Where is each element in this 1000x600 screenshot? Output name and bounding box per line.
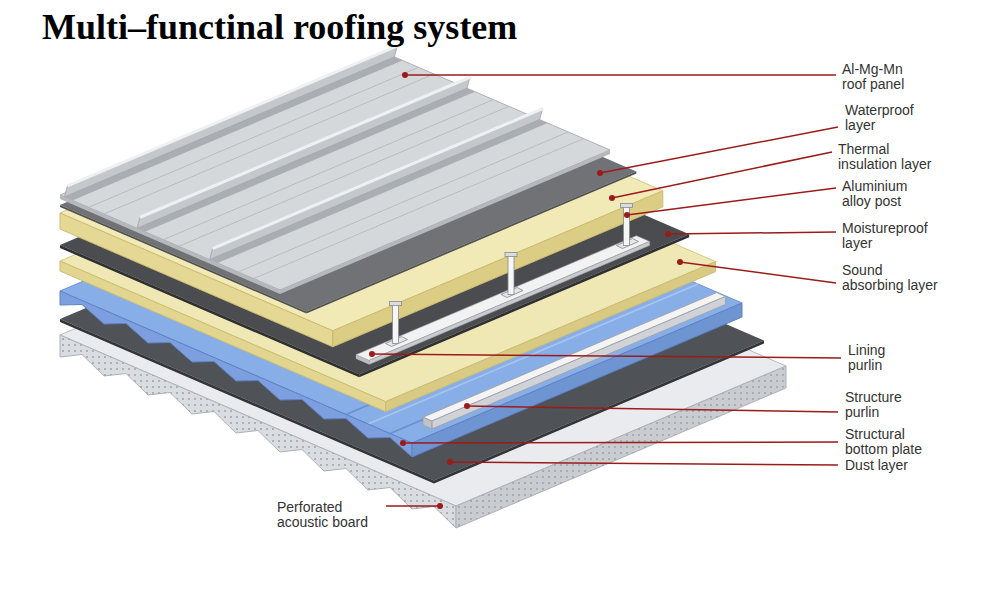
leader-line	[372, 354, 841, 358]
leader-line	[680, 262, 836, 283]
leader-line	[467, 406, 838, 412]
leader-line	[668, 232, 836, 234]
panel-groove	[104, 74, 434, 214]
label-box: Al-Mg-Mn roof panel	[842, 62, 922, 93]
part-label: Dust layer	[845, 458, 908, 473]
post-plate	[624, 206, 630, 246]
leader-line	[600, 127, 838, 173]
label-box: Sound absorbing layer	[842, 263, 946, 294]
post-plate	[508, 255, 514, 295]
part-label: Moistureproof layer	[842, 221, 942, 252]
post-head	[505, 253, 517, 257]
lining-purlin-end	[356, 355, 369, 365]
seam-cap	[140, 77, 470, 217]
label-box: Structural bottom plate	[845, 427, 945, 458]
structure-purlin-end	[423, 417, 432, 429]
leader-dot	[369, 351, 375, 357]
leader-dot	[665, 231, 671, 237]
standing-seam	[210, 109, 543, 260]
part-label: Thermal insulation layer	[838, 142, 943, 173]
part-label: Al-Mg-Mn roof panel	[842, 62, 922, 93]
leader-dot	[597, 170, 603, 176]
label-box: Thermal insulation layer	[838, 142, 943, 173]
label-box: Lining purlin	[848, 343, 918, 374]
post-head	[390, 302, 402, 306]
post-head	[621, 204, 633, 208]
leader-dot	[677, 259, 683, 265]
part-label: Waterproof layer	[845, 103, 925, 134]
part-label: Structure purlin	[845, 390, 925, 421]
standing-seam	[64, 46, 397, 197]
seam-cap	[213, 109, 543, 249]
label-box: Moistureproof layer	[842, 221, 942, 252]
leader-line	[405, 74, 836, 76]
part-label: Aluminium alloy post	[842, 179, 930, 210]
label-box: Dust layer	[845, 458, 908, 473]
leader-dot	[402, 72, 408, 78]
leader-line	[403, 442, 838, 443]
part-label: Perforated acoustic board	[277, 500, 377, 531]
roof-panel-side	[280, 150, 610, 294]
diagram-title: Multi–functinal roofing system	[42, 8, 517, 48]
leader-line	[450, 462, 838, 465]
leader-dot	[447, 459, 453, 465]
post-plate	[393, 304, 399, 344]
part-label: Sound absorbing layer	[842, 263, 946, 294]
seam-shadow	[210, 120, 548, 264]
title-box: Multi–functinal roofing system	[42, 8, 517, 48]
leader-dot	[609, 195, 615, 201]
label-box: Perforated acoustic board	[277, 500, 377, 531]
leader-line	[386, 505, 440, 507]
roof-panel	[60, 55, 610, 290]
standing-seam	[137, 77, 470, 228]
leader-dot	[464, 403, 470, 409]
panel-groove	[238, 132, 568, 272]
part-label: Lining purlin	[848, 343, 918, 374]
label-box: Aluminium alloy post	[842, 179, 930, 210]
label-box: Structure purlin	[845, 390, 925, 421]
leader-line	[612, 152, 832, 198]
part-label: Structural bottom plate	[845, 427, 945, 458]
label-box: Waterproof layer	[845, 103, 925, 134]
leader-dot	[437, 503, 443, 509]
panel-groove	[163, 100, 493, 240]
leader-dot	[400, 440, 406, 446]
leader-dot	[624, 212, 630, 218]
leader-line	[627, 188, 836, 215]
seam-cap	[67, 46, 397, 186]
